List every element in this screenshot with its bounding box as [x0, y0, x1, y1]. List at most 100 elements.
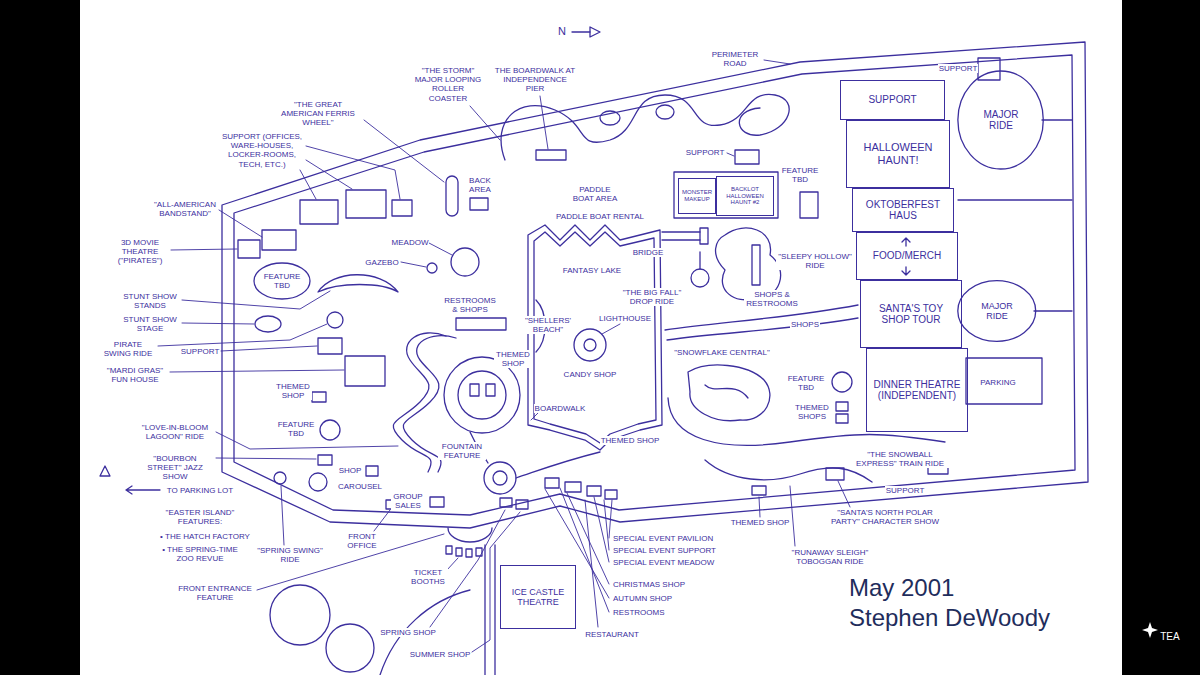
map-label: "LOVE-IN-BLOOM LAGOON" RIDE: [136, 423, 214, 441]
leader-line: [531, 413, 538, 420]
park-boundary: [222, 42, 1088, 528]
leader-line: [609, 500, 612, 538]
map-label: "SNOWFLAKE CENTRAL": [673, 348, 770, 357]
event-building: [605, 490, 617, 499]
leader-line: [602, 324, 620, 334]
leader-line: [221, 346, 317, 351]
node-body: MAJOR RIDE: [957, 280, 1037, 342]
bridge-end: [700, 228, 708, 244]
ticket-booth: [446, 546, 452, 554]
map-label: "SANTA'S NORTH POLAR PARTY" CHARACTER SH…: [825, 508, 945, 526]
carousel: [309, 473, 327, 491]
map-label: FEATURE TBD: [786, 374, 826, 392]
snowflake-plaza: [688, 365, 770, 421]
leader-line: [306, 160, 352, 189]
ride-ellipse: MAJOR RIDE: [957, 70, 1044, 170]
parking-arrow: [126, 486, 160, 494]
map-label: CANDY SHOP: [563, 370, 618, 379]
map-label: SHOP: [338, 466, 363, 475]
node-body: BACKLOT HALLOWEEN HAUNT #2: [717, 177, 773, 215]
feature-plot: [320, 420, 340, 440]
logo-text: TEA: [1159, 631, 1180, 643]
restroom-building: [456, 318, 506, 330]
map-label: FEATURE TBD: [780, 166, 820, 184]
map-label: SPECIAL EVENT MEADOW: [612, 558, 715, 567]
building-name: SUPPORT: [868, 94, 916, 106]
leader-line: [374, 510, 390, 531]
map-label: FEATURE TBD: [276, 420, 316, 438]
paper-sheet: [80, 0, 1122, 675]
map-label: AUTUMN SHOP: [612, 594, 673, 603]
map-label: LIGHTHOUSE: [598, 314, 652, 323]
map-label: PIRATE SWING RIDE: [100, 340, 156, 358]
map-label: "THE BIG FALL" DROP RIDE: [616, 288, 688, 306]
map-label: TICKET BOOTHS: [408, 568, 448, 586]
leader-line: [364, 120, 444, 182]
map-label: RESTAURANT: [584, 630, 640, 639]
map-label: RESTROOMS: [612, 608, 666, 617]
support-building: [392, 200, 412, 216]
feature-plot: [254, 263, 310, 299]
map-label: CHRISTMAS SHOP: [612, 580, 686, 589]
leader-line: [790, 486, 795, 546]
leader-line: [764, 60, 790, 64]
walkway: [665, 305, 858, 330]
map-label: "ALL-AMERICAN BANDSTAND": [152, 200, 218, 218]
building-block: SANTA'S TOY SHOP TOUR: [860, 280, 962, 348]
event-building: [545, 478, 559, 488]
fountain-basin: [493, 471, 507, 485]
ride-ellipse-outline: [958, 281, 1036, 342]
leader-line: [560, 488, 609, 612]
building-name: ICE CASTLE THEATRE: [504, 587, 572, 608]
map-label: "BOURBON STREET" JAZZ SHOW: [136, 454, 214, 482]
perimeter-road: [234, 55, 1075, 515]
attraction-box: MONSTER MAKEUP: [678, 178, 716, 214]
map-label: RESTROOMS & SHOPS: [442, 296, 498, 314]
map-label: "MARDI GRAS" FUN HOUSE: [102, 366, 168, 384]
ride-ellipse-outline: [958, 71, 1043, 169]
map-label: SHOPS: [790, 320, 820, 329]
leader-line: [838, 481, 850, 507]
building-block: OKTOBERFEST HAUS: [852, 188, 954, 232]
support-building: [735, 150, 759, 164]
leader-line: [727, 153, 734, 156]
ticket-booth: [456, 548, 462, 556]
gazebo: [427, 263, 437, 273]
shop-building: [752, 486, 766, 495]
hub-plaza: [444, 357, 520, 433]
map-label: "SHELLERS' BEACH": [521, 316, 575, 334]
leader-line: [219, 210, 262, 237]
map-label: FANTASY LAKE: [562, 266, 622, 275]
bandstand: [262, 230, 296, 250]
kiosk: [486, 384, 495, 396]
caption-text: May 2001: [848, 574, 955, 602]
ticket-booth: [466, 549, 472, 557]
jazz-stage: [318, 455, 332, 465]
leader-line: [216, 458, 316, 459]
map-label: PARKING: [979, 378, 1016, 387]
map-label: STUNT SHOW STAGE: [120, 315, 180, 333]
movie-theatre: [238, 240, 260, 258]
map-label: GROUP SALES: [391, 492, 425, 510]
shop-building: [516, 500, 528, 509]
service-road: [958, 199, 1072, 200]
caption-text: Stephen DeWoody: [848, 604, 1051, 632]
map-label: THEMED SHOP: [600, 436, 661, 445]
map-label: PADDLE BOAT RENTAL: [555, 212, 645, 221]
leader-line: [158, 324, 327, 346]
leader-line: [170, 370, 344, 372]
map-label: PERIMETER ROAD: [707, 50, 763, 68]
map-label: FEATURE TBD: [262, 272, 302, 290]
map-label: THEMED SHOP: [274, 382, 312, 400]
lake-shore: [528, 225, 662, 450]
leader-line: [300, 170, 316, 199]
support-building: [300, 200, 338, 224]
service-road: [1042, 119, 1072, 120]
node-body: SANTA'S TOY SHOP TOUR: [861, 281, 961, 347]
leader-line: [545, 489, 609, 598]
map-label: "RUNAWAY SLEIGH" TOBOGGAN RIDE: [785, 548, 875, 566]
building-block: HALLOWEEN HAUNT!: [846, 120, 950, 188]
node-body: FOOD/MERCH: [857, 233, 957, 279]
